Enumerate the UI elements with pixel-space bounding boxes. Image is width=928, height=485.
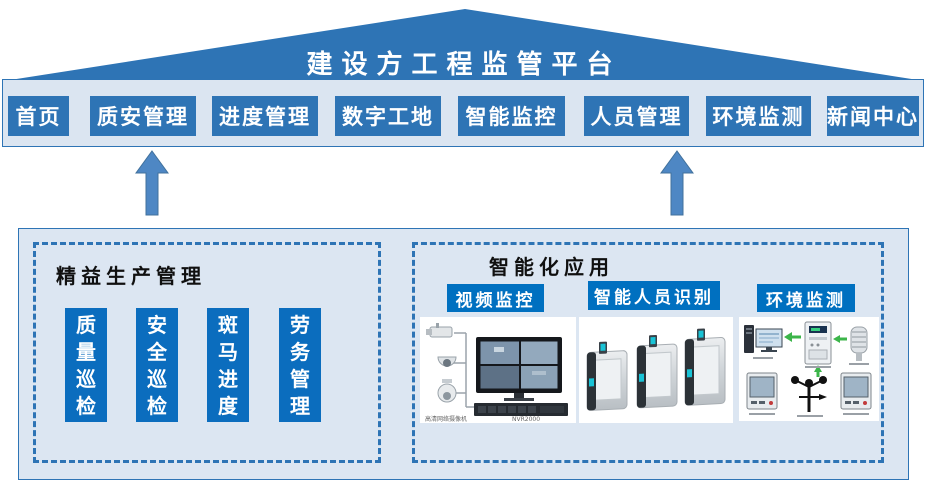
nav-item-environment[interactable]: 环境监测 bbox=[706, 96, 811, 136]
platform-title: 建设方工程监管平台 bbox=[306, 50, 622, 80]
gate-icon bbox=[684, 328, 726, 406]
gate-icon bbox=[586, 341, 628, 411]
green-arrow-icon bbox=[833, 335, 847, 343]
chip-video-surveillance: 视频监控 bbox=[447, 284, 544, 312]
pillar-label: 斑马进度 bbox=[218, 313, 238, 418]
nav-item-smart-monitoring[interactable]: 智能监控 bbox=[458, 96, 565, 136]
up-arrow-left-icon bbox=[135, 150, 169, 216]
pillar-label: 安全巡检 bbox=[147, 313, 167, 418]
box-camera-icon bbox=[426, 323, 453, 338]
roof-shape bbox=[10, 9, 918, 80]
ptz-camera-icon bbox=[437, 379, 457, 403]
pc-workstation-icon bbox=[744, 325, 783, 353]
intelligent-apps-title: 智能化应用 bbox=[489, 255, 614, 279]
lean-production-title: 精益生产管理 bbox=[56, 264, 206, 288]
camera-caption: 高清网络摄像机 bbox=[425, 415, 467, 423]
pillar-label: 劳务管理 bbox=[290, 313, 310, 418]
environment-monitoring-image bbox=[739, 317, 879, 421]
weather-sensor-icon bbox=[850, 326, 868, 361]
nav-item-news[interactable]: 新闻中心 bbox=[827, 96, 919, 136]
gate-icon bbox=[636, 334, 678, 409]
green-arrow-icon bbox=[784, 332, 801, 342]
nav-item-digital-site[interactable]: 数字工地 bbox=[335, 96, 441, 136]
nav-item-home[interactable]: 首页 bbox=[8, 96, 69, 136]
nvr-icon bbox=[474, 403, 568, 416]
nav-item-quality-safety[interactable]: 质安管理 bbox=[90, 96, 196, 136]
nvr-caption: NVR2000 bbox=[512, 416, 540, 423]
control-cabinet-icon bbox=[804, 321, 832, 365]
video-surveillance-image: 高清网络摄像机 NVR2000 bbox=[420, 317, 576, 423]
dome-camera-icon bbox=[437, 356, 457, 367]
pillar-zebra-progress: 斑马进度 bbox=[207, 308, 249, 422]
green-arrow-icon bbox=[814, 365, 822, 377]
pillar-label: 质量巡检 bbox=[76, 313, 96, 418]
monitor-icon bbox=[476, 337, 562, 401]
up-arrow-right-icon bbox=[660, 150, 694, 216]
pillar-safety-inspection: 安全巡检 bbox=[136, 308, 178, 422]
chip-person-recognition: 智能人员识别 bbox=[588, 281, 720, 310]
display-panel-icon bbox=[840, 372, 872, 410]
intelligent-apps-box bbox=[412, 242, 884, 463]
anemometer-icon bbox=[791, 376, 827, 412]
nav-item-personnel[interactable]: 人员管理 bbox=[584, 96, 689, 136]
display-panel-icon bbox=[746, 372, 778, 410]
turnstile-gates-image bbox=[579, 317, 733, 423]
pillar-quality-inspection: 质量巡检 bbox=[65, 308, 107, 422]
nav-item-progress[interactable]: 进度管理 bbox=[212, 96, 318, 136]
chip-environment-monitoring: 环境监测 bbox=[757, 284, 855, 312]
pillar-labor-management: 劳务管理 bbox=[279, 308, 321, 422]
micro-label-placeholder bbox=[749, 357, 869, 417]
lean-production-box bbox=[33, 242, 381, 463]
